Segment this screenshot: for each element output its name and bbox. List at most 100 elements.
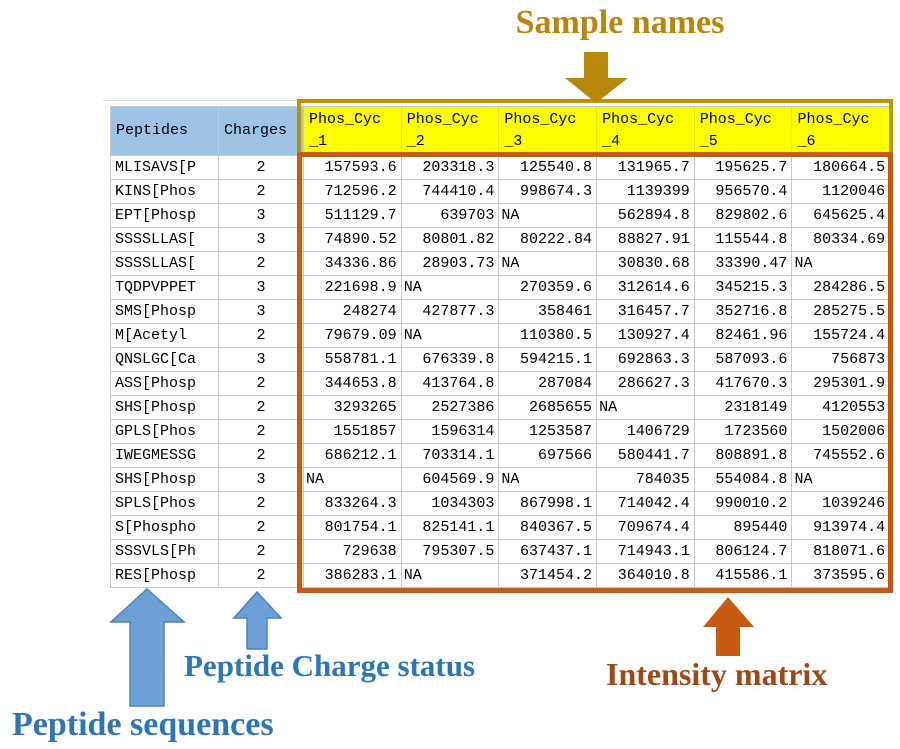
intensity-cell[interactable]: 74890.52 xyxy=(304,228,402,252)
intensity-cell[interactable]: 1723560 xyxy=(694,420,793,444)
intensity-cell[interactable]: 956570.4 xyxy=(694,180,793,204)
intensity-cell[interactable]: 744410.4 xyxy=(401,180,500,204)
peptide-cell[interactable]: EPT[Phosp xyxy=(111,204,219,228)
intensity-cell[interactable]: 203318.3 xyxy=(401,156,500,180)
intensity-cell[interactable]: NA xyxy=(499,252,598,276)
charge-cell[interactable]: 2 xyxy=(219,372,304,396)
peptide-cell[interactable]: KINS[Phos xyxy=(111,180,219,204)
charge-cell[interactable]: 2 xyxy=(219,180,304,204)
intensity-cell[interactable]: 286627.3 xyxy=(597,372,695,396)
intensity-cell[interactable]: 287084 xyxy=(499,372,598,396)
peptide-cell[interactable]: ASS[Phosp xyxy=(111,372,219,396)
intensity-cell[interactable]: 998674.3 xyxy=(499,180,598,204)
intensity-cell[interactable]: 157593.6 xyxy=(304,156,402,180)
intensity-cell[interactable]: 806124.7 xyxy=(694,540,793,564)
charge-cell[interactable]: 3 xyxy=(219,276,304,300)
intensity-cell[interactable]: NA xyxy=(304,468,402,492)
peptide-cell[interactable]: M[Acetyl xyxy=(111,324,219,348)
intensity-cell[interactable]: 413764.8 xyxy=(401,372,500,396)
intensity-cell[interactable]: 1502006 xyxy=(792,420,891,444)
charge-cell[interactable]: 3 xyxy=(219,300,304,324)
intensity-cell[interactable]: 511129.7 xyxy=(304,204,402,228)
intensity-cell[interactable]: 195625.7 xyxy=(694,156,793,180)
intensity-cell[interactable]: 180664.5 xyxy=(792,156,891,180)
intensity-cell[interactable]: 80334.69 xyxy=(792,228,891,252)
intensity-cell[interactable]: 30830.68 xyxy=(597,252,695,276)
intensity-cell[interactable]: 2318149 xyxy=(694,396,793,420)
charge-cell[interactable]: 3 xyxy=(219,204,304,228)
intensity-cell[interactable]: 686212.1 xyxy=(304,444,402,468)
intensity-cell[interactable]: 895440 xyxy=(694,516,793,540)
peptide-cell[interactable]: MLISAVS[P xyxy=(111,156,219,180)
peptide-cell[interactable]: IWEGMESSG xyxy=(111,444,219,468)
intensity-cell[interactable]: 712596.2 xyxy=(304,180,402,204)
intensity-cell[interactable]: NA xyxy=(401,564,500,588)
intensity-cell[interactable]: 697566 xyxy=(499,444,598,468)
intensity-cell[interactable]: 2685655 xyxy=(499,396,598,420)
sample-column-header-phos_cyc_3[interactable]: Phos_Cyc_3 xyxy=(499,107,598,156)
intensity-cell[interactable]: 729638 xyxy=(304,540,402,564)
intensity-cell[interactable]: 80222.84 xyxy=(499,228,598,252)
intensity-cell[interactable]: 833264.3 xyxy=(304,492,402,516)
intensity-cell[interactable]: 1139399 xyxy=(597,180,695,204)
charge-cell[interactable]: 2 xyxy=(219,420,304,444)
charge-cell[interactable]: 2 xyxy=(219,252,304,276)
intensity-cell[interactable]: 645625.4 xyxy=(792,204,891,228)
intensity-cell[interactable]: 4120553 xyxy=(792,396,891,420)
peptide-cell[interactable]: S[Phospho xyxy=(111,516,219,540)
intensity-cell[interactable]: NA xyxy=(597,396,695,420)
intensity-cell[interactable]: 33390.47 xyxy=(694,252,793,276)
intensity-cell[interactable]: 1253587 xyxy=(499,420,598,444)
intensity-cell[interactable]: 345215.3 xyxy=(694,276,793,300)
intensity-cell[interactable]: 358461 xyxy=(499,300,598,324)
intensity-cell[interactable]: 604569.9 xyxy=(401,468,500,492)
peptide-cell[interactable]: SPLS[Phos xyxy=(111,492,219,516)
intensity-cell[interactable]: 28903.73 xyxy=(401,252,500,276)
intensity-cell[interactable]: 1120046 xyxy=(792,180,891,204)
sample-column-header-phos_cyc_4[interactable]: Phos_Cyc_4 xyxy=(597,107,695,156)
intensity-cell[interactable]: 801754.1 xyxy=(304,516,402,540)
intensity-cell[interactable]: 312614.6 xyxy=(597,276,695,300)
sample-column-header-phos_cyc_1[interactable]: Phos_Cyc_1 xyxy=(304,107,402,156)
intensity-cell[interactable]: 1551857 xyxy=(304,420,402,444)
intensity-cell[interactable]: 639703 xyxy=(401,204,500,228)
intensity-cell[interactable]: 703314.1 xyxy=(401,444,500,468)
intensity-cell[interactable]: NA xyxy=(499,468,598,492)
charge-cell[interactable]: 3 xyxy=(219,228,304,252)
intensity-cell[interactable]: 795307.5 xyxy=(401,540,500,564)
peptide-cell[interactable]: SSSSLLAS[ xyxy=(111,228,219,252)
intensity-cell[interactable]: 558781.1 xyxy=(304,348,402,372)
intensity-cell[interactable]: 587093.6 xyxy=(694,348,793,372)
intensity-cell[interactable]: 415586.1 xyxy=(694,564,793,588)
sample-column-header-phos_cyc_5[interactable]: Phos_Cyc_5 xyxy=(694,107,793,156)
charge-cell[interactable]: 2 xyxy=(219,444,304,468)
intensity-cell[interactable]: 131965.7 xyxy=(597,156,695,180)
charge-cell[interactable]: 2 xyxy=(219,492,304,516)
intensity-cell[interactable]: 808891.8 xyxy=(694,444,793,468)
intensity-cell[interactable]: 709674.4 xyxy=(597,516,695,540)
intensity-cell[interactable]: 316457.7 xyxy=(597,300,695,324)
peptides-column-header[interactable]: Peptides xyxy=(111,107,219,156)
intensity-cell[interactable]: 562894.8 xyxy=(597,204,695,228)
peptide-cell[interactable]: SSSVLS[Ph xyxy=(111,540,219,564)
intensity-cell[interactable]: 364010.8 xyxy=(597,564,695,588)
intensity-cell[interactable]: 867998.1 xyxy=(499,492,598,516)
intensity-cell[interactable]: 829802.6 xyxy=(694,204,793,228)
intensity-cell[interactable]: 82461.96 xyxy=(694,324,793,348)
sample-column-header-phos_cyc_6[interactable]: Phos_Cyc_6 xyxy=(792,107,891,156)
intensity-cell[interactable]: 344653.8 xyxy=(304,372,402,396)
intensity-cell[interactable]: NA xyxy=(792,468,891,492)
peptide-cell[interactable]: QNSLGC[Ca xyxy=(111,348,219,372)
intensity-cell[interactable]: 580441.7 xyxy=(597,444,695,468)
charge-cell[interactable]: 2 xyxy=(219,540,304,564)
peptide-cell[interactable]: SHS[Phosp xyxy=(111,468,219,492)
intensity-cell[interactable]: 295301.9 xyxy=(792,372,891,396)
intensity-cell[interactable]: 130927.4 xyxy=(597,324,695,348)
intensity-cell[interactable]: 1596314 xyxy=(401,420,500,444)
intensity-cell[interactable]: 417670.3 xyxy=(694,372,793,396)
intensity-cell[interactable]: 270359.6 xyxy=(499,276,598,300)
intensity-cell[interactable]: 1406729 xyxy=(597,420,695,444)
intensity-cell[interactable]: 2527386 xyxy=(401,396,500,420)
intensity-cell[interactable]: 155724.4 xyxy=(792,324,891,348)
intensity-cell[interactable]: 373595.6 xyxy=(792,564,891,588)
